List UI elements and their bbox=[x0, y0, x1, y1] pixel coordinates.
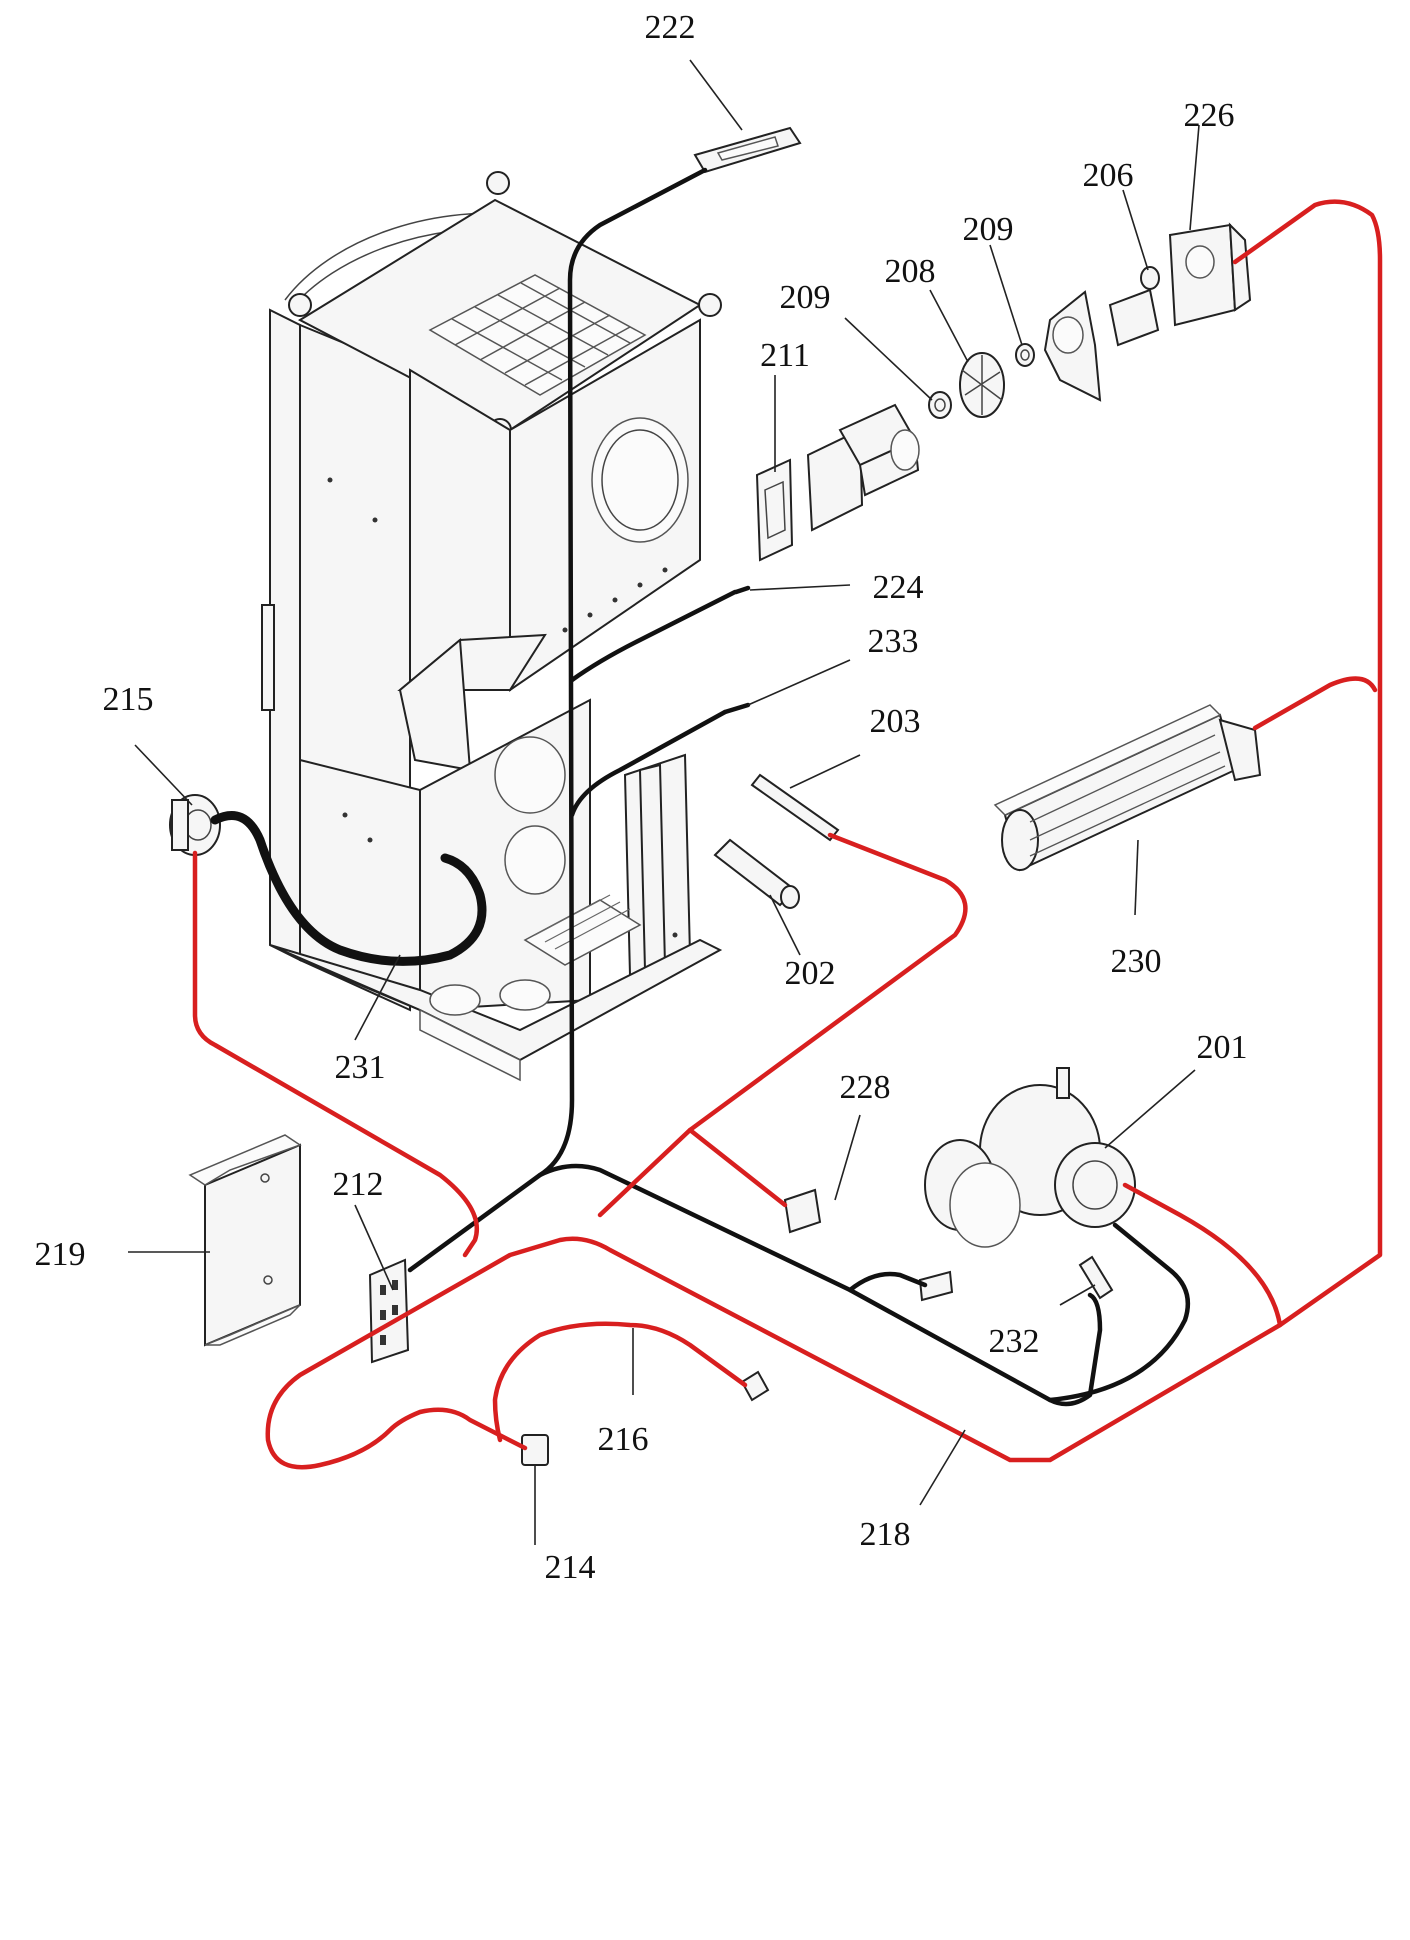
callout-209-right: 209 bbox=[963, 211, 1014, 248]
callout-228: 228 bbox=[840, 1069, 891, 1106]
hose-231 bbox=[210, 811, 487, 966]
callout-209-left: 209 bbox=[780, 279, 831, 316]
terminal-block-212 bbox=[368, 1258, 410, 1364]
gearmotor-226 bbox=[1168, 222, 1252, 327]
callout-201: 201 bbox=[1197, 1029, 1248, 1066]
callout-218: 218 bbox=[860, 1516, 911, 1553]
seal-209-right bbox=[1015, 343, 1035, 367]
callout-215: 215 bbox=[103, 681, 154, 718]
callout-222: 222 bbox=[645, 9, 696, 46]
pressure-switch-215 bbox=[169, 794, 221, 856]
bushing-206 bbox=[1140, 266, 1160, 290]
callout-208: 208 bbox=[885, 253, 936, 290]
callout-231: 231 bbox=[335, 1049, 386, 1086]
leader-lines bbox=[128, 59, 1200, 1545]
stove-frame bbox=[261, 171, 723, 1082]
probe-224 bbox=[733, 585, 751, 595]
motor-bracket bbox=[1043, 288, 1160, 402]
plug-216 bbox=[740, 1370, 770, 1402]
callout-203: 203 bbox=[870, 703, 921, 740]
pressure-switch-228 bbox=[783, 1188, 822, 1234]
sensor-232 bbox=[1078, 1255, 1114, 1300]
callout-202: 202 bbox=[785, 955, 836, 992]
callout-224: 224 bbox=[873, 569, 924, 606]
callout-230: 230 bbox=[1111, 943, 1162, 980]
control-panel-222 bbox=[693, 126, 802, 174]
exhaust-fan-201 bbox=[924, 1067, 1136, 1248]
power-harness bbox=[192, 199, 1383, 1470]
callout-216: 216 bbox=[598, 1421, 649, 1458]
callout-233: 233 bbox=[868, 623, 919, 660]
impeller-208 bbox=[959, 352, 1005, 418]
connector-small bbox=[918, 1270, 954, 1302]
callout-206: 206 bbox=[1083, 157, 1134, 194]
callout-219: 219 bbox=[35, 1236, 86, 1273]
callout-232: 232 bbox=[989, 1323, 1040, 1360]
callout-212: 212 bbox=[333, 1166, 384, 1203]
callout-226: 226 bbox=[1184, 97, 1235, 134]
callout-labels: 222 226 206 209 208 209 211 224 233 203 … bbox=[35, 9, 1248, 1586]
bracket-219 bbox=[188, 1134, 302, 1347]
thermocouple-202 bbox=[713, 838, 800, 909]
tangential-fan-230 bbox=[993, 704, 1262, 872]
igniter-203 bbox=[750, 773, 840, 842]
probe-233 bbox=[722, 702, 751, 715]
auger-assembly bbox=[806, 403, 920, 532]
callout-214: 214 bbox=[545, 1549, 596, 1586]
seal-209-left bbox=[928, 391, 952, 419]
plate-211 bbox=[755, 458, 794, 562]
signal-harness bbox=[407, 167, 1191, 1407]
callout-211: 211 bbox=[760, 337, 810, 374]
